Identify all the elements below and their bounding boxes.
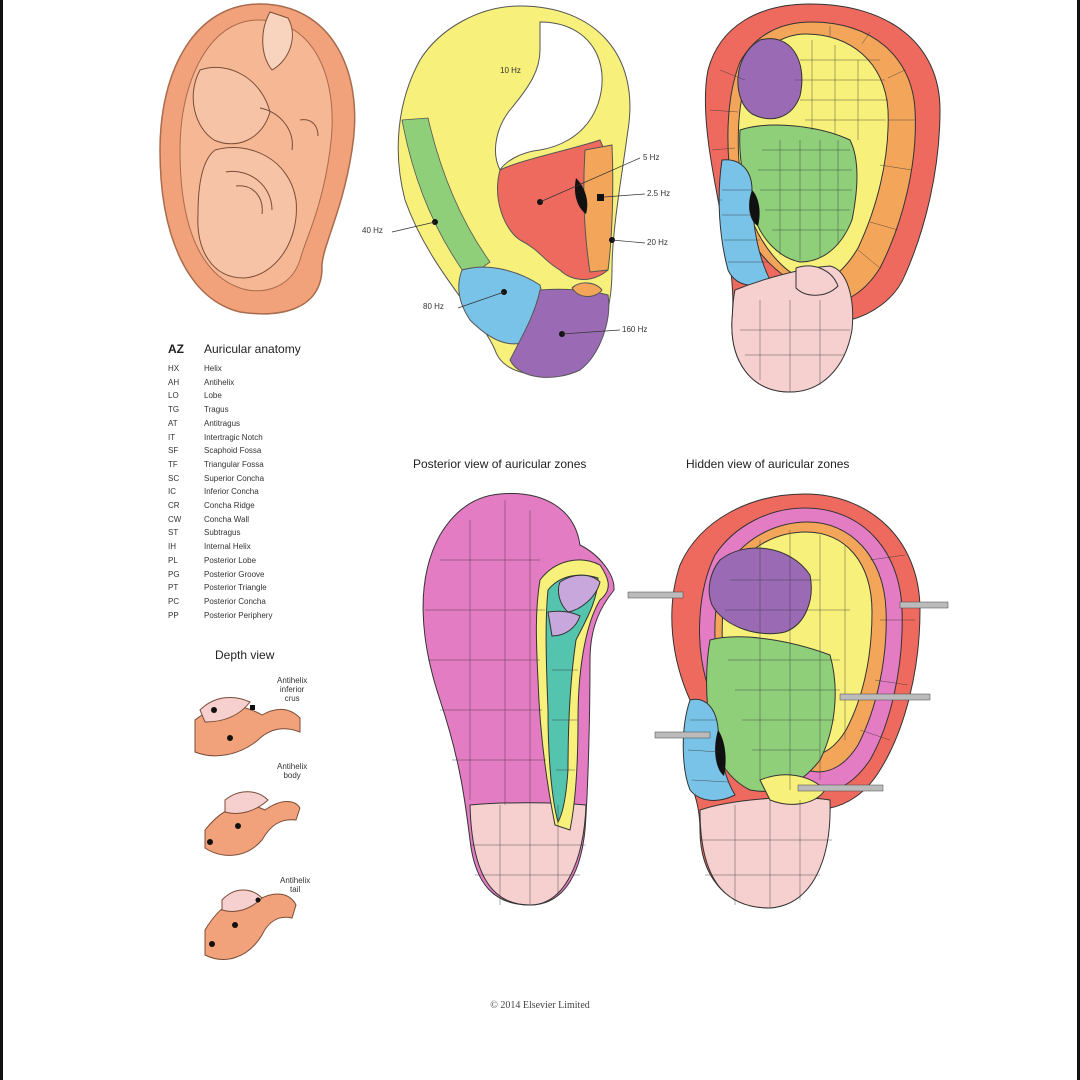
legend-code: TF xyxy=(168,458,188,472)
legend-code: IC xyxy=(168,485,188,499)
legend-row: PP Posterior Periphery xyxy=(168,609,398,623)
posterior-view-title: Posterior view of auricular zones xyxy=(413,457,586,471)
legend-name: Internal Helix xyxy=(204,540,251,554)
legend-row: SC Superior Concha xyxy=(168,472,398,486)
legend-code: SC xyxy=(168,472,188,486)
legend-code: IH xyxy=(168,540,188,554)
legend-code: PP xyxy=(168,609,188,623)
legend-title: Auricular anatomy xyxy=(204,342,301,356)
legend-code: HX xyxy=(168,362,188,376)
hz-label-80: 80 Hz xyxy=(423,302,444,311)
hidden-view-ear xyxy=(628,494,948,908)
legend-name: Posterior Lobe xyxy=(204,554,256,568)
legend-row: CW Concha Wall xyxy=(168,513,398,527)
legend-code: AT xyxy=(168,417,188,431)
legend-row: ST Subtragus xyxy=(168,526,398,540)
legend-code: AH xyxy=(168,376,188,390)
depth-label-body: Antihelix body xyxy=(277,762,307,780)
legend-name: Superior Concha xyxy=(204,472,264,486)
legend-name: Subtragus xyxy=(204,526,240,540)
legend-code: TG xyxy=(168,403,188,417)
legend-code: SF xyxy=(168,444,188,458)
anterior-zone-ear xyxy=(705,4,940,392)
legend-name: Posterior Periphery xyxy=(204,609,272,623)
legend-row: PL Posterior Lobe xyxy=(168,554,398,568)
frequency-zone-ear xyxy=(392,6,645,377)
hz-label-160: 160 Hz xyxy=(622,325,647,334)
depth-view-body xyxy=(205,792,300,856)
legend-name: Helix xyxy=(204,362,222,376)
copyright-notice: © 2014 Elsevier Limited xyxy=(0,1000,1080,1011)
legend-code: PC xyxy=(168,595,188,609)
depth-label-inferior-crus: Antihelix inferior crus xyxy=(277,676,307,703)
legend-name: Antitragus xyxy=(204,417,240,431)
legend-row: CR Concha Ridge xyxy=(168,499,398,513)
legend-row: TF Triangular Fossa xyxy=(168,458,398,472)
legend-row: AH Antihelix xyxy=(168,376,398,390)
legend-name: Posterior Groove xyxy=(204,568,264,582)
hz-label-20: 20 Hz xyxy=(647,238,668,247)
legend-code: PL xyxy=(168,554,188,568)
legend-code: CW xyxy=(168,513,188,527)
legend-name: Posterior Triangle xyxy=(204,581,267,595)
legend-code: LO xyxy=(168,389,188,403)
legend-row: AT Antitragus xyxy=(168,417,398,431)
legend-row: LO Lobe xyxy=(168,389,398,403)
legend-name: Antihelix xyxy=(204,376,234,390)
fetus-ear-illustration xyxy=(160,4,355,314)
legend-row: IT Intertragic Notch xyxy=(168,431,398,445)
legend-name: Lobe xyxy=(204,389,222,403)
hz-label-10: 10 Hz xyxy=(500,66,521,75)
legend-row: TG Tragus xyxy=(168,403,398,417)
legend-name: Concha Ridge xyxy=(204,499,255,513)
legend-row: PT Posterior Triangle xyxy=(168,581,398,595)
legend-header: AZ Auricular anatomy xyxy=(168,342,398,356)
legend-row: PC Posterior Concha xyxy=(168,595,398,609)
depth-view-inferior-crus xyxy=(195,697,300,755)
legend-name: Inferior Concha xyxy=(204,485,259,499)
hz-label-5: 5 Hz xyxy=(643,153,659,162)
depth-label-tail: Antihelix tail xyxy=(280,876,310,894)
legend-code: PG xyxy=(168,568,188,582)
legend-row: SF Scaphoid Fossa xyxy=(168,444,398,458)
hidden-view-title: Hidden view of auricular zones xyxy=(686,457,849,471)
hz-label-2-5: 2.5 Hz xyxy=(647,189,670,198)
legend-name: Tragus xyxy=(204,403,229,417)
legend-code: ST xyxy=(168,526,188,540)
legend-name: Scaphoid Fossa xyxy=(204,444,261,458)
legend-code-header: AZ xyxy=(168,342,188,356)
hz-label-40: 40 Hz xyxy=(362,226,383,235)
depth-view-title: Depth view xyxy=(215,648,274,662)
legend-code: PT xyxy=(168,581,188,595)
legend-name: Triangular Fossa xyxy=(204,458,264,472)
legend-name: Intertragic Notch xyxy=(204,431,263,445)
posterior-view-ear xyxy=(423,493,614,905)
legend-name: Concha Wall xyxy=(204,513,249,527)
legend-row: IC Inferior Concha xyxy=(168,485,398,499)
legend-row: PG Posterior Groove xyxy=(168,568,398,582)
depth-view-tail xyxy=(205,890,296,959)
legend-name: Posterior Concha xyxy=(204,595,266,609)
legend-code: IT xyxy=(168,431,188,445)
legend-row: HX Helix xyxy=(168,362,398,376)
legend-row: IH Internal Helix xyxy=(168,540,398,554)
legend-code: CR xyxy=(168,499,188,513)
